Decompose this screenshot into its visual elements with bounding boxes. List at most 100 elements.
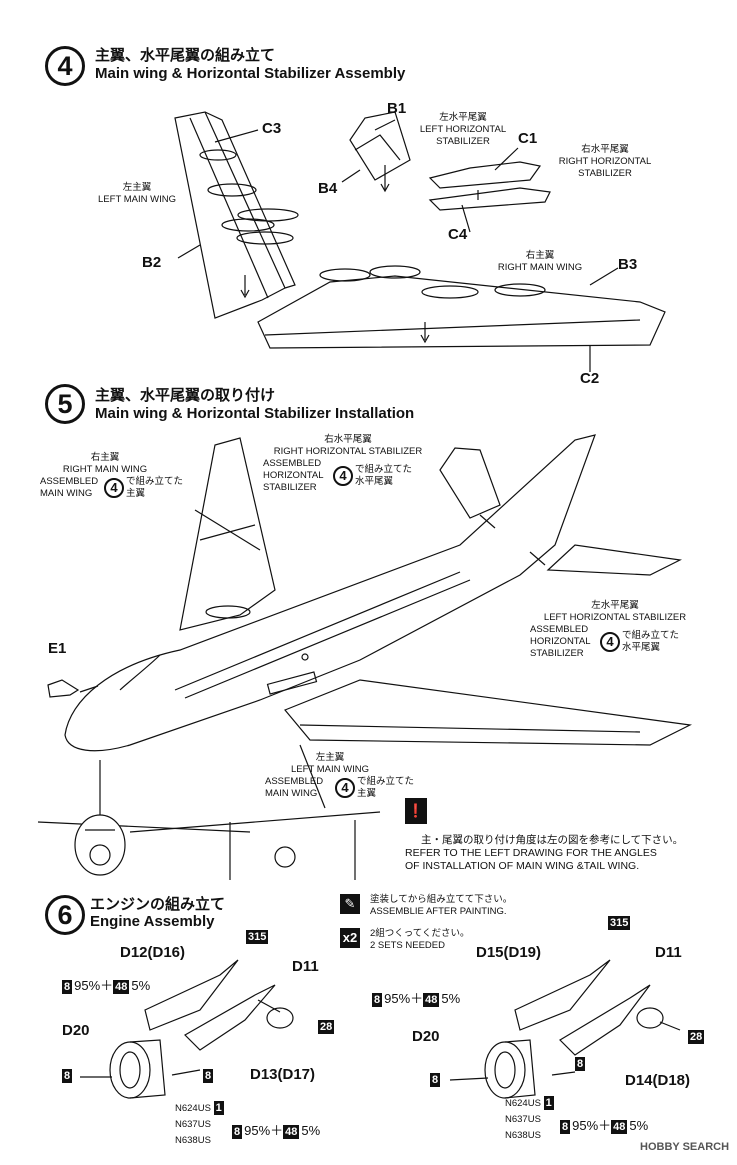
angle-note: 主・尾翼の取り付け角度は左の図を参考にして下さい。 REFER TO THE L… bbox=[405, 834, 683, 873]
lmw-en1: LEFT MAIN WING bbox=[291, 764, 369, 775]
left-stabilizer-label: 左水平尾翼 LEFT HORIZONTAL STABILIZER bbox=[408, 112, 518, 148]
watermark: HOBBY SEARCH bbox=[640, 1141, 730, 1153]
lmw-en2: ASSEMBLED bbox=[265, 776, 324, 787]
color-8-right-b: 8 bbox=[575, 1057, 586, 1071]
right-main-wing-en: RIGHT MAIN WING bbox=[497, 262, 583, 273]
rhs-jp: 右水平尾翼 bbox=[324, 434, 372, 445]
rhs-en4: STABILIZER bbox=[263, 482, 317, 493]
color-8-left: 8 bbox=[62, 1069, 73, 1083]
angle-note-jp: 主・尾翼の取り付け角度は左の図を参考にして下さい。 bbox=[421, 834, 684, 846]
sets-note-jp: 2組つくってください。 bbox=[370, 928, 470, 939]
reg-n638-left: N638US bbox=[175, 1135, 211, 1146]
reg-n624-right: N624US bbox=[505, 1098, 541, 1109]
lmw-install-label: 左主翼 LEFT MAIN WING ASSEMBLED MAIN WING 4… bbox=[265, 752, 435, 800]
step6-title-jp: エンジンの組み立て bbox=[90, 896, 226, 913]
part-b4: B4 bbox=[318, 180, 338, 197]
rmw-en1: RIGHT MAIN WING bbox=[62, 464, 148, 475]
part-c2: C2 bbox=[580, 370, 600, 387]
rmw-en3: MAIN WING bbox=[40, 488, 93, 499]
paint-brush-icon: ✎ bbox=[340, 894, 360, 914]
rhs-en1: RIGHT HORIZONTAL STABILIZER bbox=[273, 446, 423, 457]
right-stab-jp: 右水平尾翼 bbox=[581, 144, 629, 155]
right-main-wing-jp: 右主翼 bbox=[525, 250, 555, 261]
lhs-jp2: で組み立てた bbox=[622, 630, 680, 641]
mix-right-regs-pct2: 5% bbox=[629, 1118, 649, 1133]
rhs-en3: HORIZONTAL bbox=[263, 470, 324, 481]
lhs-en4: STABILIZER bbox=[530, 648, 584, 659]
regs-left: N624US 1 N637US N638US bbox=[175, 1101, 226, 1149]
mix-left-c8: 8 bbox=[62, 980, 73, 994]
mix-left-pct2: 5% bbox=[131, 978, 151, 993]
rhs-jp2: で組み立てた bbox=[355, 464, 413, 475]
lhs-en2: ASSEMBLED bbox=[530, 624, 589, 635]
front-view-drawing bbox=[37, 760, 381, 880]
part-b3: B3 bbox=[618, 256, 638, 273]
part-d11-right: D11 bbox=[655, 944, 682, 961]
right-main-wing-drawing bbox=[257, 265, 666, 349]
lhs-jp: 左水平尾翼 bbox=[591, 600, 639, 611]
color-28-right: 28 bbox=[688, 1030, 705, 1044]
rmw-install-label: 右主翼 RIGHT MAIN WING ASSEMBLED MAIN WING … bbox=[40, 452, 200, 500]
color-8-left-b: 8 bbox=[203, 1069, 214, 1083]
attention-icon: ❗ bbox=[405, 798, 427, 824]
reg-n637-right: N637US bbox=[505, 1114, 541, 1125]
step5-title-en: Main wing & Horizontal Stabilizer Instal… bbox=[95, 405, 415, 422]
angle-note-en2: OF INSTALLATION OF MAIN WING &TAIL WING. bbox=[405, 860, 640, 872]
left-engine-drawing bbox=[80, 959, 294, 1099]
right-stab-en1: RIGHT HORIZONTAL bbox=[558, 156, 652, 167]
mix-left-plus: ＋ bbox=[100, 978, 114, 993]
step6-title-en: Engine Assembly bbox=[90, 913, 215, 930]
mix-left-regs-c8: 8 bbox=[232, 1125, 243, 1139]
mix-left-regs-plus: ＋ bbox=[270, 1123, 284, 1138]
left-main-wing-label: 左主翼 LEFT MAIN WING bbox=[82, 182, 192, 206]
right-engine-drawing bbox=[449, 959, 681, 1099]
color-315-left: 315 bbox=[246, 930, 269, 944]
reg-color-1-left: 1 bbox=[213, 1101, 224, 1115]
installation-left-wing bbox=[266, 671, 693, 746]
step-number-6: 6 bbox=[45, 895, 85, 935]
installation-right-wing bbox=[179, 437, 276, 631]
part-b1: B1 bbox=[387, 100, 407, 117]
rhs-step-ref: 4 bbox=[333, 466, 353, 486]
mix-right-pct1: 95% bbox=[384, 991, 411, 1006]
lhs-install-label: 左水平尾翼 LEFT HORIZONTAL STABILIZER ASSEMBL… bbox=[530, 600, 730, 660]
paint-note: 塗装してから組み立てて下さい。 ASSEMBLIE AFTER PAINTING… bbox=[370, 894, 512, 918]
rmw-jp: 右主翼 bbox=[90, 452, 120, 463]
rmw-step-ref: 4 bbox=[104, 478, 124, 498]
left-stab-en2: STABILIZER bbox=[436, 136, 490, 147]
lhs-jp3: 水平尾翼 bbox=[622, 642, 661, 653]
reg-color-1-right: 1 bbox=[543, 1096, 554, 1110]
mix-right-regs-c48: 48 bbox=[611, 1120, 628, 1134]
reg-n637-left: N637US bbox=[175, 1119, 211, 1130]
part-d20-right: D20 bbox=[412, 1028, 440, 1045]
paint-note-en: ASSEMBLIE AFTER PAINTING. bbox=[370, 906, 507, 917]
stabilizer-drawings bbox=[349, 111, 551, 211]
part-d14: D14(D18) bbox=[625, 1072, 691, 1089]
color-8-right: 8 bbox=[430, 1073, 441, 1087]
rmw-jp3: 主翼 bbox=[126, 488, 146, 499]
rmw-en2: ASSEMBLED bbox=[40, 476, 99, 487]
left-stab-en1: LEFT HORIZONTAL bbox=[419, 124, 507, 135]
lmw-en3: MAIN WING bbox=[265, 788, 318, 799]
mix-right-regs-plus: ＋ bbox=[598, 1118, 612, 1133]
mix-right-regs-c8: 8 bbox=[560, 1120, 571, 1134]
mix-right-plus: ＋ bbox=[410, 991, 424, 1006]
part-c4: C4 bbox=[448, 226, 468, 243]
left-main-wing-drawing bbox=[174, 111, 299, 319]
color-28-left: 28 bbox=[318, 1020, 335, 1034]
sets-note-en: 2 SETS NEEDED bbox=[370, 940, 445, 951]
part-c3: C3 bbox=[262, 120, 282, 137]
mix-right-c48: 48 bbox=[423, 993, 440, 1007]
part-c1: C1 bbox=[518, 130, 538, 147]
mix-left-regs-c48: 48 bbox=[283, 1125, 300, 1139]
rmw-jp2: で組み立てた bbox=[126, 476, 184, 487]
paint-note-jp: 塗装してから組み立てて下さい。 bbox=[370, 894, 513, 905]
lhs-en1: LEFT HORIZONTAL STABILIZER bbox=[543, 612, 687, 623]
part-d13: D13(D17) bbox=[250, 1066, 316, 1083]
angle-note-en1: REFER TO THE LEFT DRAWING FOR THE ANGLES bbox=[405, 847, 657, 859]
lmw-step-ref: 4 bbox=[335, 778, 355, 798]
step5-title-jp: 主翼、水平尾翼の取り付け bbox=[95, 387, 276, 404]
mix-right-c8: 8 bbox=[372, 993, 383, 1007]
